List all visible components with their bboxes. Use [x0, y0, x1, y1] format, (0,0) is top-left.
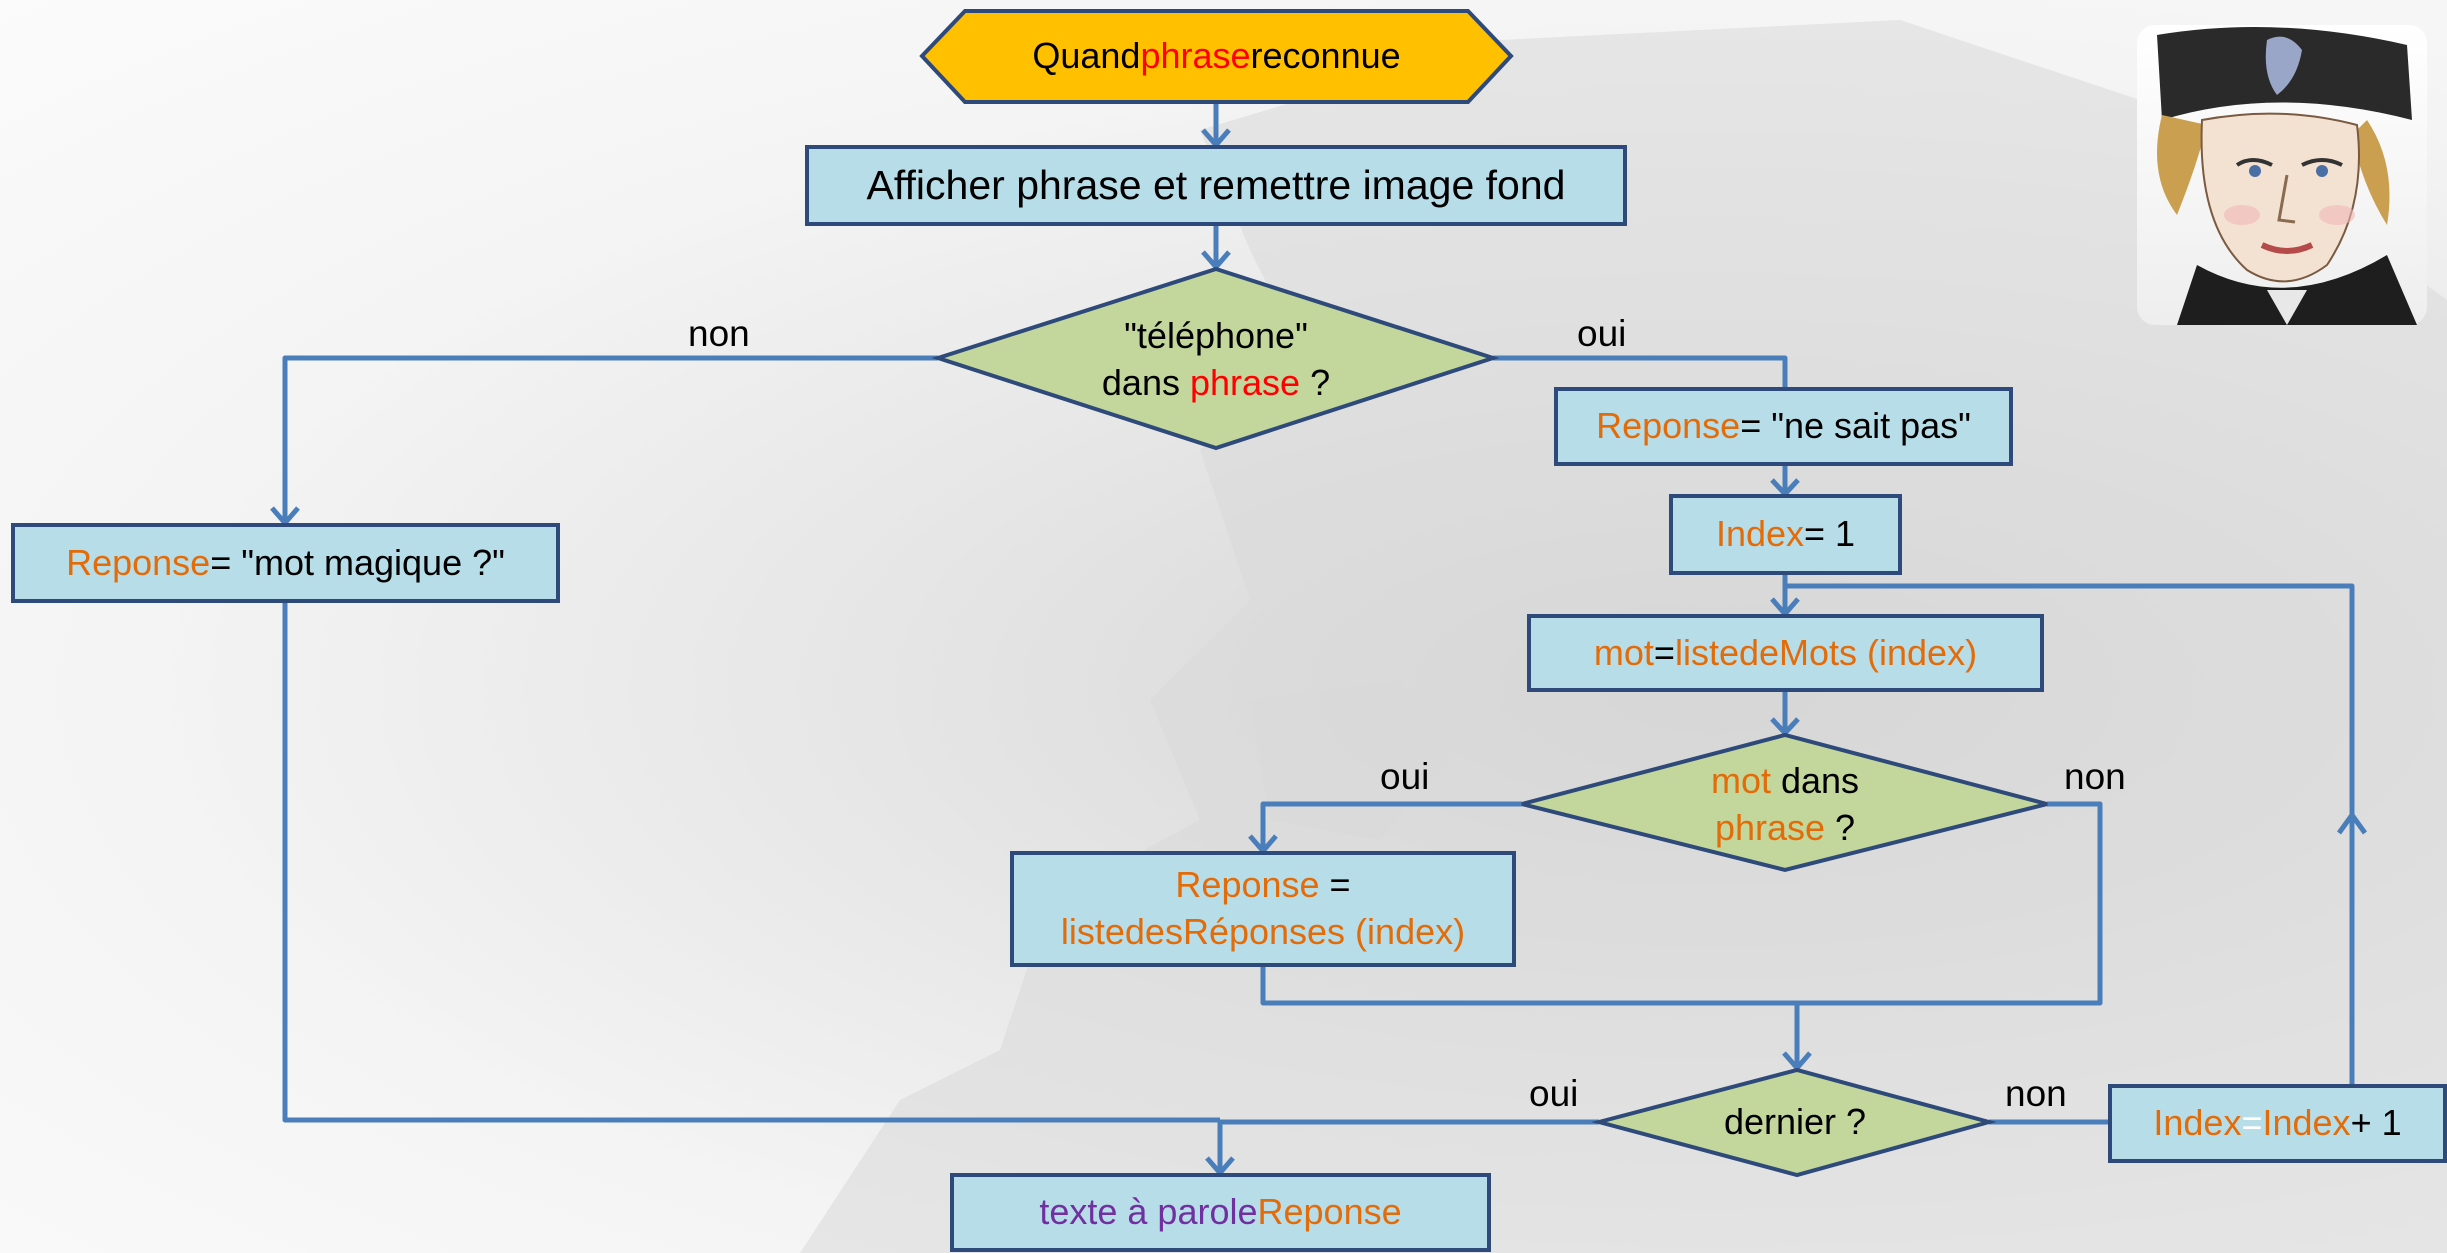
- index-incr-var2: Index: [2262, 1102, 2351, 1144]
- index-incr-node: Index = Index + 1: [2110, 1086, 2445, 1161]
- index-incr-rest: + 1: [2350, 1102, 2402, 1144]
- reponse-liste-shape: [1010, 851, 1516, 967]
- reponse-magique-node: Reponse = "mot magique ?": [13, 525, 558, 601]
- test-mot-shape: [1521, 732, 2048, 873]
- index-init-var: Index: [1715, 513, 1805, 555]
- index-init-rest: = 1: [1804, 513, 1856, 555]
- index-init-node: Index = 1: [1671, 496, 1900, 573]
- test-dernier-shape: [1591, 1067, 1997, 1178]
- start-node-text-a: Quand: [1032, 35, 1141, 77]
- reponse-liste-node: Reponse = listedesRéponses (index): [1012, 853, 1514, 965]
- test-telephone-var: phrase: [1189, 362, 1301, 403]
- edge-test-yes: [1493, 355, 1788, 387]
- background-map-island: [1250, 680, 1450, 840]
- start-node-text-b: reconnue: [1250, 35, 1401, 77]
- edge-loop-back: [1785, 583, 2368, 1084]
- test-telephone-line2: dans phrase ?: [1102, 360, 1330, 407]
- reponse-liste-eq: =: [1319, 864, 1351, 906]
- reponse-magique-var: Reponse: [66, 541, 211, 583]
- edge-label-tel-non: non: [688, 313, 750, 354]
- reponse-nsp-var: Reponse: [1596, 405, 1741, 447]
- tts-shape: [950, 1173, 1491, 1252]
- test-mot-var1: mot: [1710, 760, 1771, 802]
- reponse-liste-line2: listedesRéponses (index): [1060, 911, 1466, 952]
- test-mot-line2: phrase ?: [1715, 805, 1855, 852]
- start-node-var: phrase: [1140, 35, 1251, 77]
- reponse-nsp-shape: [1554, 387, 2013, 466]
- start-node: Quand phrase reconnue: [922, 11, 1511, 102]
- edge-test-no: [270, 355, 938, 526]
- edge-magique-tts: [282, 601, 1220, 1123]
- edge-label-dernier-oui: oui: [1529, 1073, 1579, 1114]
- index-incr-eq: =: [2241, 1102, 2263, 1144]
- test-mot-rest1: dans: [1770, 760, 1860, 802]
- edge-label-mot-non: non: [2064, 756, 2126, 797]
- reponse-magique-shape: [11, 523, 560, 603]
- test-telephone-node: "téléphone" dans phrase ?: [1050, 305, 1382, 415]
- test-telephone-line1: "téléphone": [1124, 315, 1308, 357]
- afficher-node-shape: [805, 145, 1627, 226]
- tts-var: Reponse: [1257, 1191, 1402, 1233]
- mot-assign-node: mot = listedeMots (index): [1529, 616, 2042, 690]
- edge-liste-merge: [1260, 965, 1797, 1006]
- edge-label-dernier-non: non: [2005, 1073, 2067, 1114]
- test-telephone-shape: [931, 266, 1500, 451]
- reponse-nsp-rest: = "ne sait pas": [1740, 405, 1971, 447]
- reponse-liste-line1: Reponse =: [1175, 862, 1350, 909]
- edge-afficher-test: [1201, 224, 1231, 270]
- test-mot-rest2: ?: [1825, 807, 1856, 848]
- portrait-image: [2137, 25, 2427, 325]
- mot-assign-eq: =: [1653, 631, 1675, 673]
- mot-assign-shape: [1527, 614, 2044, 692]
- test-mot-node: mot dans phrase ?: [1640, 750, 1930, 860]
- start-node-shape: [919, 9, 1514, 104]
- index-init-shape: [1669, 494, 1902, 575]
- reponse-liste-var: Reponse: [1175, 864, 1320, 906]
- index-incr-var1: Index: [2153, 1102, 2242, 1144]
- tts-node: texte à parole Reponse: [952, 1175, 1489, 1250]
- test-telephone-line2-b: ?: [1300, 362, 1331, 403]
- afficher-node-text: Afficher phrase et remettre image fond: [866, 161, 1566, 208]
- test-mot-var2: phrase: [1714, 807, 1826, 848]
- test-dernier-node: dernier ?: [1650, 1090, 1940, 1154]
- edge-label-tel-oui: oui: [1577, 313, 1627, 354]
- reponse-nsp-node: Reponse = "ne sait pas": [1556, 389, 2011, 464]
- tts-text: texte à parole: [1039, 1191, 1258, 1233]
- edge-label-mot-oui: oui: [1380, 756, 1430, 797]
- mot-assign-var: mot: [1593, 631, 1654, 673]
- test-telephone-line2-a: dans: [1101, 362, 1190, 403]
- afficher-node: Afficher phrase et remettre image fond: [807, 147, 1625, 224]
- test-mot-line1: mot dans: [1711, 758, 1859, 805]
- reponse-magique-rest: = "mot magique ?": [210, 541, 505, 583]
- index-incr-shape: [2108, 1084, 2447, 1163]
- mot-assign-fn: listedeMots (index): [1674, 631, 1978, 673]
- test-dernier-text: dernier ?: [1723, 1100, 1867, 1142]
